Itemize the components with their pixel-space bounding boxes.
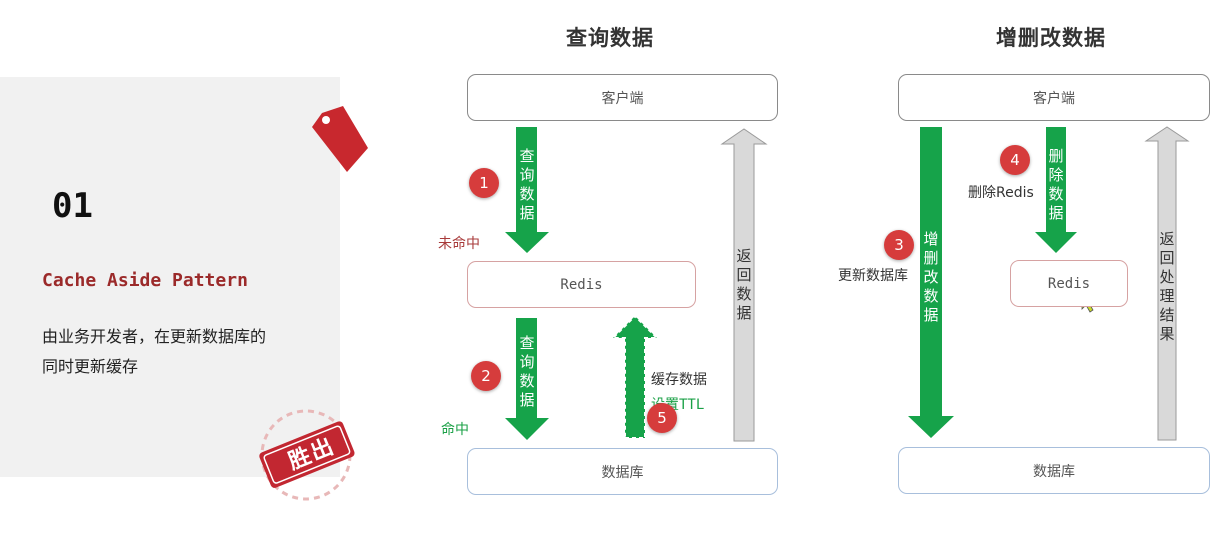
arrow-step1-down bbox=[505, 127, 549, 253]
stamp-icon bbox=[259, 409, 355, 501]
pattern-card bbox=[0, 77, 340, 477]
description-line-2: 同时更新缓存 bbox=[42, 357, 139, 376]
arrow-step3-down bbox=[908, 127, 954, 438]
tag-icon bbox=[312, 106, 368, 172]
step4-note: 删除Redis bbox=[968, 185, 1034, 201]
step1-label: 查询数据 bbox=[519, 147, 535, 222]
hit-note: 命中 bbox=[441, 422, 469, 438]
step1-badge: 1 bbox=[469, 168, 499, 198]
step5-note-line1: 缓存数据 bbox=[651, 372, 707, 388]
step3-badge: 3 bbox=[884, 230, 914, 260]
query-db-box: 数据库 bbox=[467, 448, 778, 495]
update-title: 增删改数据 bbox=[996, 26, 1106, 50]
step5-badge: 5 bbox=[647, 403, 677, 433]
pattern-number: 01 bbox=[52, 186, 93, 226]
arrow-step4-down bbox=[1035, 127, 1077, 253]
update-redis-box: Redis bbox=[1010, 260, 1128, 307]
description-line-1: 由业务开发者，在更新数据库的 bbox=[42, 327, 267, 346]
return-data-label: 返回数据 bbox=[736, 247, 752, 322]
update-db-box: 数据库 bbox=[898, 447, 1210, 494]
step2-badge: 2 bbox=[471, 361, 501, 391]
arrow-step5-up bbox=[610, 314, 660, 439]
query-title: 查询数据 bbox=[566, 26, 654, 50]
step3-note: 更新数据库 bbox=[838, 268, 908, 284]
miss-note: 未命中 bbox=[438, 236, 480, 252]
query-client-box: 客户端 bbox=[467, 74, 778, 121]
pattern-description: 由业务开发者，在更新数据库的 同时更新缓存 bbox=[42, 322, 312, 382]
return-result-label: 返回处理结果 bbox=[1159, 230, 1175, 343]
query-redis-box: Redis bbox=[467, 261, 696, 308]
update-client-box: 客户端 bbox=[898, 74, 1210, 121]
step2-label: 查询数据 bbox=[519, 334, 535, 409]
arrow-return-up bbox=[720, 128, 768, 442]
step4-label: 删除数据 bbox=[1048, 147, 1064, 222]
step4-badge: 4 bbox=[1000, 145, 1030, 175]
arrow-step2-down bbox=[505, 318, 549, 440]
pattern-name: Cache Aside Pattern bbox=[42, 270, 248, 291]
step3-label: 增删改数据 bbox=[923, 230, 939, 324]
arrow-return-result-up bbox=[1144, 126, 1190, 441]
